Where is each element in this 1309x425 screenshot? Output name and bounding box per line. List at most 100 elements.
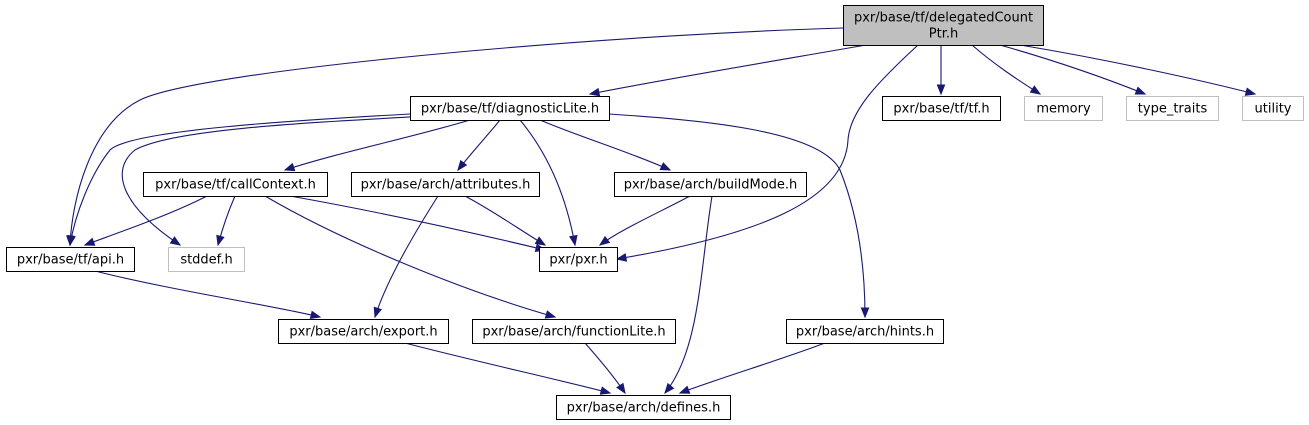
edge-hints-to-defines (678, 342, 826, 394)
edge-line (264, 195, 556, 318)
arrowhead (1029, 85, 1042, 95)
node-pxr[interactable]: pxr/pxr.h (539, 247, 618, 272)
node-box (278, 319, 449, 344)
node-diagnosticLite[interactable]: pxr/base/tf/diagnosticLite.h (410, 96, 610, 121)
edge-line (971, 44, 1041, 95)
node-box (1024, 96, 1103, 121)
node-attributes[interactable]: pxr/base/arch/attributes.h (351, 172, 540, 197)
node-box (6, 247, 135, 272)
node-label: pxr/base/arch/buildMode.h (624, 178, 798, 193)
arrowhead (569, 234, 578, 247)
node-box (168, 247, 245, 272)
node-utility: utility (1242, 96, 1304, 121)
arrowhead (373, 306, 382, 319)
edge-callContext-to-pxr (289, 195, 547, 253)
arrowhead (534, 236, 547, 246)
node-defines[interactable]: pxr/base/arch/defines.h (556, 395, 731, 420)
node-label: pxr/pxr.h (549, 253, 607, 268)
edge-buildMode-to-pxr (598, 195, 691, 246)
edge-line (608, 113, 866, 318)
edge-line (679, 342, 826, 394)
edge-diagnosticLite-to-pxr (519, 119, 578, 247)
edge-diagnosticLite-to-hints (608, 113, 870, 319)
arrowhead (169, 236, 182, 246)
node-label: pxr/base/tf/tf.h (893, 102, 989, 117)
edge-root-to-pxr (615, 44, 919, 262)
node-label: type_traits (1138, 102, 1208, 117)
node-label: pxr/base/tf/callContext.h (155, 178, 316, 193)
edge-api-to-export (94, 270, 322, 320)
arrowhead (936, 84, 946, 96)
edge-line (589, 44, 867, 95)
node-box (556, 395, 731, 420)
edge-root-to-utility (1019, 44, 1257, 96)
arrowhead (1244, 87, 1257, 96)
edge-export-to-defines (404, 342, 612, 395)
edge-line (69, 27, 844, 246)
edge-line (519, 119, 576, 246)
node-hints[interactable]: pxr/base/arch/hints.h (786, 319, 944, 344)
node-box (351, 172, 540, 197)
node-tf[interactable]: pxr/base/tf/tf.h (882, 96, 1001, 121)
node-type_traits: type_traits (1126, 96, 1219, 121)
arrowhead (544, 310, 557, 319)
edge-diagnosticLite-to-callContext (283, 119, 471, 172)
arrowhead (67, 234, 76, 247)
arrowhead (216, 234, 225, 247)
arrowhead (659, 162, 672, 171)
arrowhead (860, 307, 870, 319)
edge-line (69, 113, 411, 246)
node-label: pxr/base/arch/export.h (289, 325, 437, 340)
edge-diagnosticLite-to-api (67, 113, 411, 247)
edge-line (94, 270, 321, 318)
node-export[interactable]: pxr/base/arch/export.h (278, 319, 449, 344)
node-label: pxr/base/tf/delegatedCount (854, 11, 1033, 26)
edges-layer (66, 27, 1257, 395)
nodes-layer: pxr/base/tf/delegatedCountPtr.hpxr/base/… (6, 5, 1304, 420)
node-box (843, 5, 1044, 46)
node-label: pxr/base/tf/api.h (17, 253, 124, 268)
arrowhead (83, 237, 96, 246)
node-label: pxr/base/arch/functionLite.h (482, 325, 665, 340)
node-box (472, 319, 676, 344)
edge-line (599, 195, 691, 246)
edge-attributes-to-pxr (464, 195, 547, 246)
node-callContext[interactable]: pxr/base/tf/callContext.h (143, 172, 328, 197)
edge-line (121, 116, 411, 246)
node-label: utility (1255, 102, 1292, 117)
edge-functionLite-to-defines (584, 342, 626, 395)
node-box (1242, 96, 1304, 121)
node-box (614, 172, 807, 197)
edge-line (1019, 44, 1256, 95)
edge-line (999, 44, 1146, 95)
edge-line (374, 195, 439, 318)
arrowhead (615, 253, 628, 262)
edge-diagnosticLite-to-attributes (457, 119, 501, 172)
node-label: Ptr.h (929, 27, 958, 42)
edge-root-to-memory (971, 44, 1042, 95)
arrowhead (283, 162, 296, 172)
node-box (410, 96, 610, 121)
edge-attributes-to-export (373, 195, 439, 319)
node-box (1126, 96, 1219, 121)
node-buildMode[interactable]: pxr/base/arch/buildMode.h (614, 172, 807, 197)
edge-line (404, 342, 611, 394)
edge-line (539, 119, 671, 171)
node-box (539, 247, 618, 272)
edge-line (284, 119, 471, 171)
node-functionLite[interactable]: pxr/base/arch/functionLite.h (472, 319, 676, 344)
arrowhead (616, 382, 626, 395)
edge-line (457, 119, 501, 171)
edge-diagnosticLite-to-buildMode (539, 119, 672, 171)
edge-line (616, 44, 919, 260)
node-label: pxr/base/arch/defines.h (567, 401, 721, 416)
edge-callContext-to-functionLite (264, 195, 557, 319)
node-label: stddef.h (180, 253, 232, 268)
node-api[interactable]: pxr/base/tf/api.h (6, 247, 135, 272)
node-box (882, 96, 1001, 121)
arrowhead (598, 235, 611, 246)
edge-root-to-diagnosticLite (588, 44, 867, 97)
arrowhead (599, 386, 612, 395)
